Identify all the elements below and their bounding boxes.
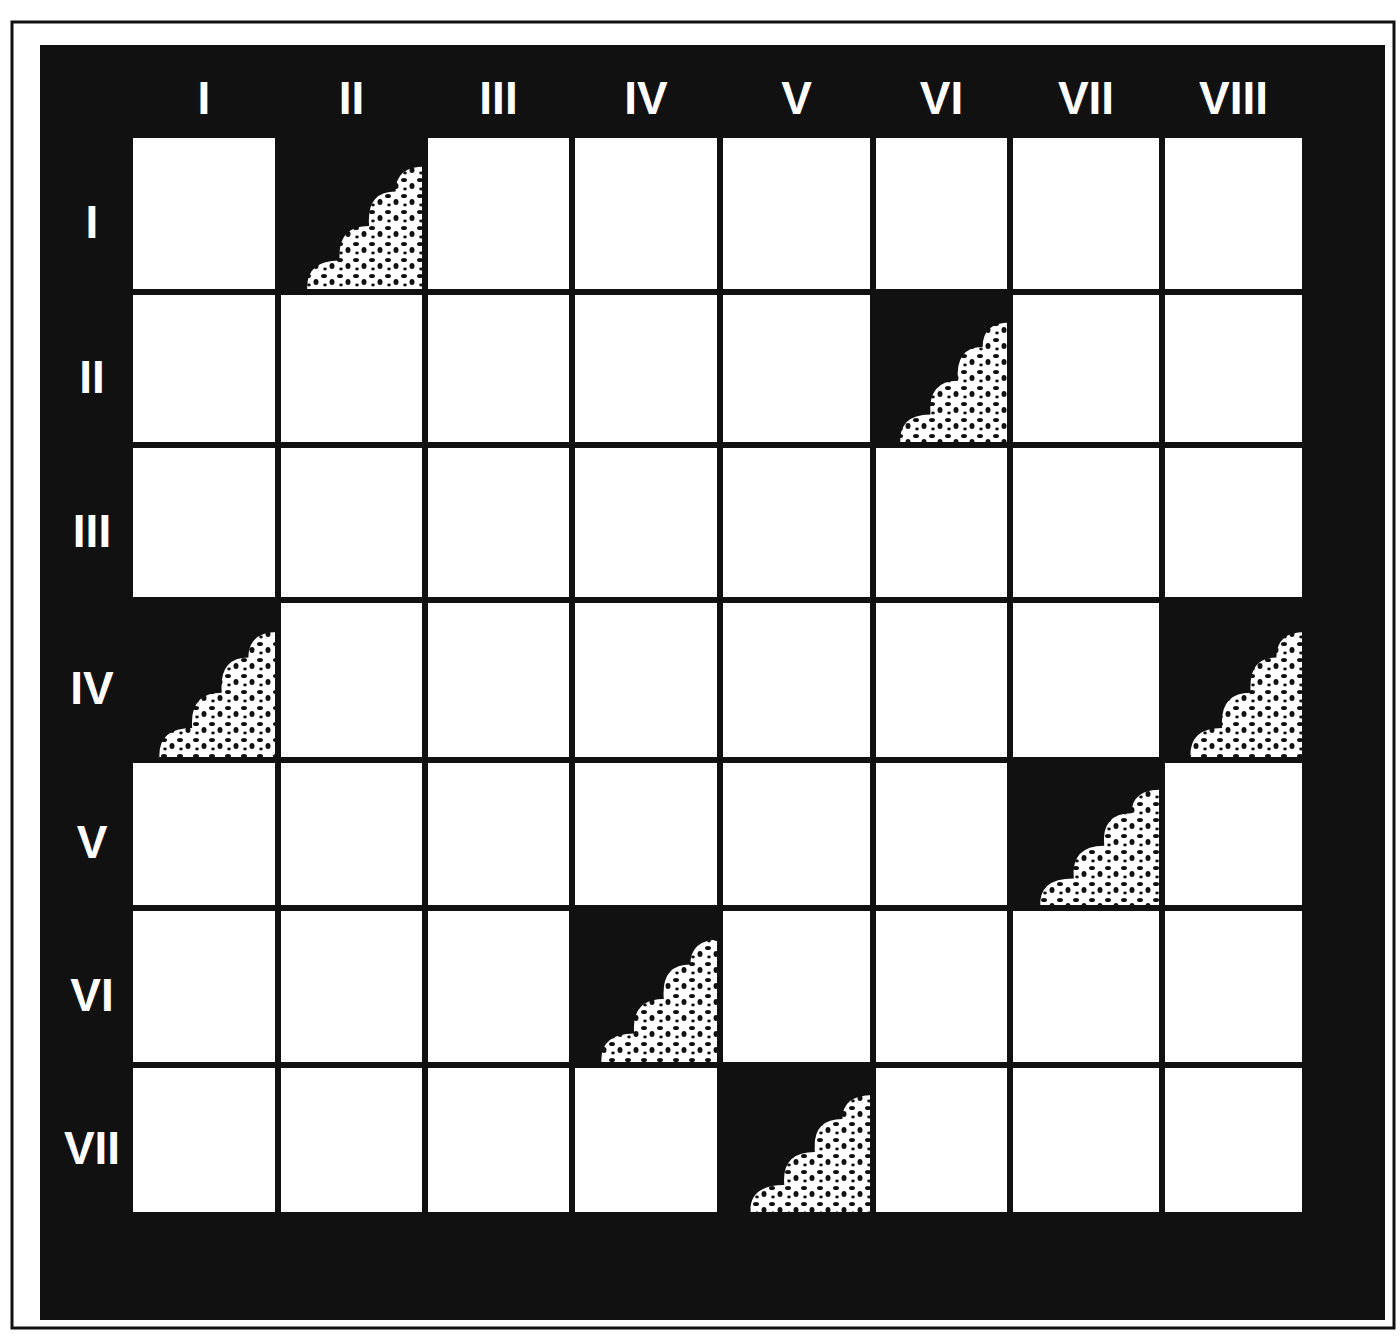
column-number: IV: [624, 75, 667, 121]
column-number: II: [339, 75, 365, 121]
black-cell: [1010, 760, 1162, 908]
speckled-ornament: [750, 1095, 873, 1215]
outer-border: [12, 22, 1394, 1328]
column-number: I: [198, 75, 211, 121]
speckled-ornament: [1040, 790, 1162, 908]
black-cell: [720, 1065, 873, 1215]
grid-line: [130, 289, 1305, 295]
grid-line: [130, 757, 1305, 763]
black-cell: [130, 600, 278, 760]
black-cell: [873, 292, 1010, 445]
row-number: VII: [64, 1125, 120, 1171]
row-number: V: [77, 819, 108, 865]
column-number: V: [781, 75, 812, 121]
row-number: I: [86, 199, 99, 245]
grid-line: [569, 135, 575, 1215]
row-number: III: [73, 508, 111, 554]
grid-line: [130, 1062, 1305, 1068]
row-number: II: [79, 354, 105, 400]
grid-line: [1302, 135, 1308, 1215]
grid-line: [130, 1212, 1305, 1218]
grid-line: [870, 135, 876, 1215]
grid-line: [717, 135, 723, 1215]
speckled-ornament: [307, 166, 425, 292]
grid-line: [422, 135, 428, 1215]
grid-line: [130, 905, 1305, 911]
speckled-ornament: [900, 323, 1010, 445]
grid-line: [127, 135, 133, 1215]
speckled-ornament: [1190, 632, 1305, 760]
black-cell: [278, 135, 425, 292]
speckled-ornament: [601, 939, 720, 1065]
column-number: VIII: [1199, 75, 1268, 121]
board-ground: [130, 135, 1305, 1215]
board-frame: [40, 45, 1385, 1320]
speckled-ornament: [159, 632, 278, 760]
row-number: IV: [70, 665, 113, 711]
column-number: VII: [1058, 75, 1114, 121]
column-number: III: [479, 75, 517, 121]
row-number: VI: [70, 972, 113, 1018]
column-number: VI: [920, 75, 963, 121]
grid-line: [130, 597, 1305, 603]
grid-line: [130, 132, 1305, 138]
black-cell: [572, 908, 720, 1065]
grid-line: [1007, 135, 1013, 1215]
black-cell: [1162, 600, 1305, 760]
grid-line: [275, 135, 281, 1215]
grid-line: [1159, 135, 1165, 1215]
grid-line: [130, 442, 1305, 448]
